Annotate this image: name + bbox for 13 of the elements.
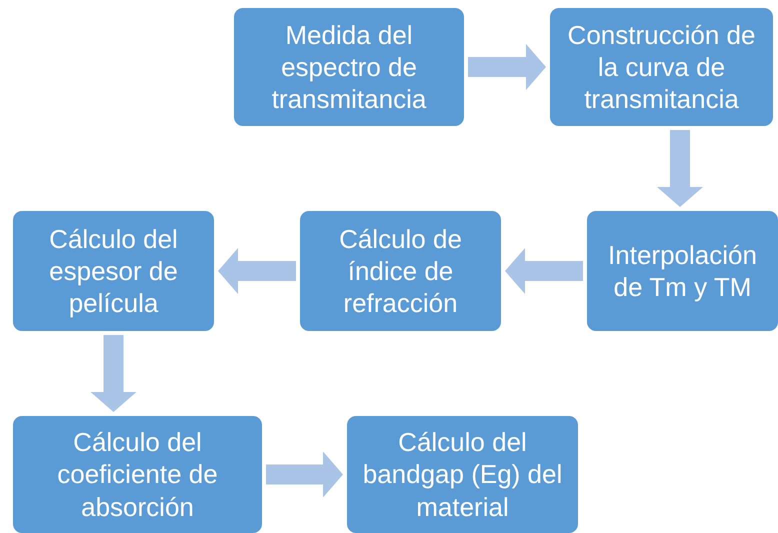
- block-arrow: [505, 248, 583, 294]
- block-arrow: [468, 44, 546, 90]
- process-box: Cálculo del bandgap (Eg) del material: [347, 416, 578, 533]
- process-box: Construcción de la curva de transmitancia: [550, 8, 773, 126]
- process-box: Medida del espectro de transmitancia: [234, 8, 464, 126]
- block-arrow: [218, 248, 296, 294]
- block-arrow: [657, 130, 703, 207]
- process-box: Cálculo del espesor de película: [13, 211, 214, 331]
- block-arrow: [266, 452, 343, 498]
- process-box: Cálculo del coeficiente de absorción: [13, 416, 262, 533]
- process-box: Cálculo de índice de refracción: [300, 211, 501, 331]
- process-box: Interpolación de Tm y TM: [587, 211, 778, 331]
- block-arrow: [90, 335, 136, 412]
